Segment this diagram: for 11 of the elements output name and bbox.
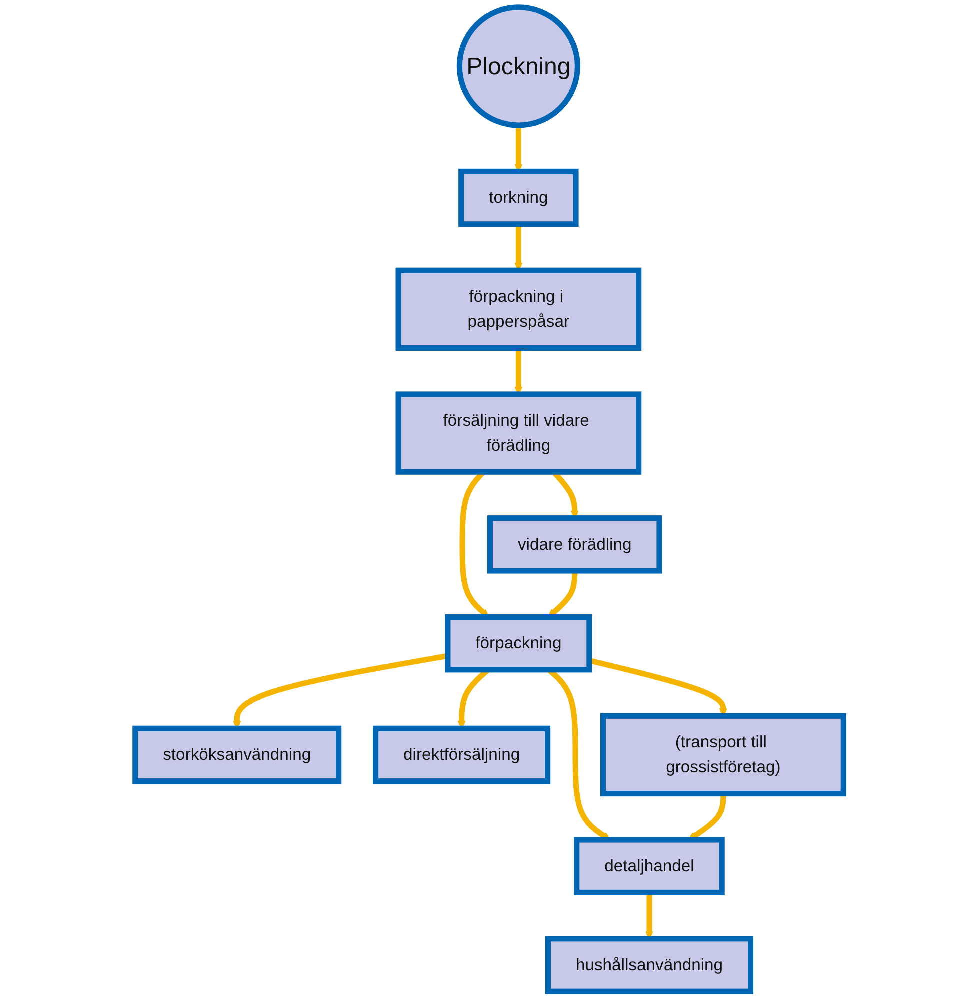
node-circle: Plockning — [456, 4, 580, 128]
node-box: storköksanvändning — [132, 726, 342, 784]
node-box: hushållsanvändning — [545, 936, 754, 994]
node-box: förpackning i papperspåsar — [396, 268, 642, 352]
node-box: (transport till grossistföretag) — [600, 713, 846, 797]
node-box: förpackning — [445, 614, 592, 673]
node-box: vidare förädling — [487, 516, 662, 574]
node-box: försäljning till vidare förädling — [396, 392, 642, 475]
node-box: detaljhandel — [574, 837, 725, 896]
node-box: direktförsäljning — [373, 726, 551, 784]
node-box: torkning — [458, 168, 579, 228]
